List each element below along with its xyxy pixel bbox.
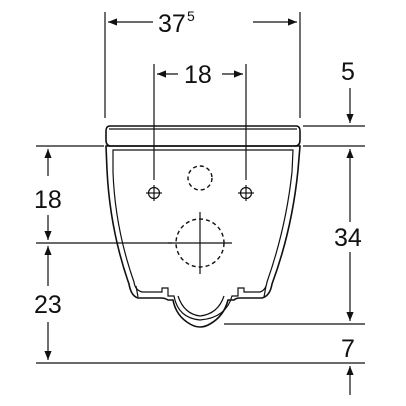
drain-outlet-circle [168,212,232,274]
toilet-bowl-inner [112,149,294,321]
dimension-hole-spacing: 18 [153,61,247,180]
drain-height-label: 23 [34,291,62,319]
overall-width-superscript: 5 [187,8,195,24]
dimension-overall-width: 37 5 [104,8,301,118]
seat-offset-label: 5 [341,58,355,86]
outlet-inner-line [177,295,225,317]
hole-spacing-label: 18 [184,61,212,89]
left-foot-line [135,285,139,298]
dimension-hole-height: 18 [34,145,172,244]
hole-height-label: 18 [34,186,62,214]
bowl-height-label: 34 [334,224,362,252]
toilet-outline [105,125,301,328]
toilet-bowl [105,145,301,328]
overall-width-label: 37 [158,10,186,38]
base-offset-label: 7 [341,335,355,363]
right-fixing-hole [238,185,254,201]
dimension-drain-height: 23 [34,246,62,360]
right-foot-line [263,285,267,298]
dimension-base-offset: 7 [36,335,365,395]
mounting-holes [146,165,254,274]
dimension-seat-offset: 5 [303,58,365,147]
dimension-bowl-height: 34 [224,149,365,325]
water-inlet-circle [187,165,213,191]
left-fixing-hole [146,185,162,201]
